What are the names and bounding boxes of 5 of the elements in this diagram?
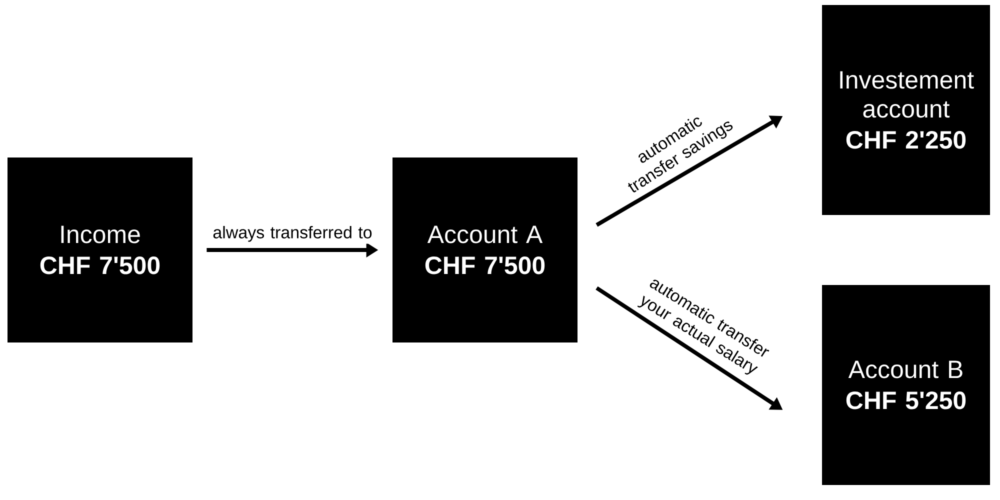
account-box: Income CHF 7'500 <box>8 158 192 342</box>
edge-label: always transferred to <box>213 226 372 242</box>
account-box: Investement account CHF 2'250 <box>822 5 990 215</box>
account-box: Account A CHF 7'500 <box>392 158 578 342</box>
account-box: Account B CHF 5'250 <box>822 285 990 485</box>
